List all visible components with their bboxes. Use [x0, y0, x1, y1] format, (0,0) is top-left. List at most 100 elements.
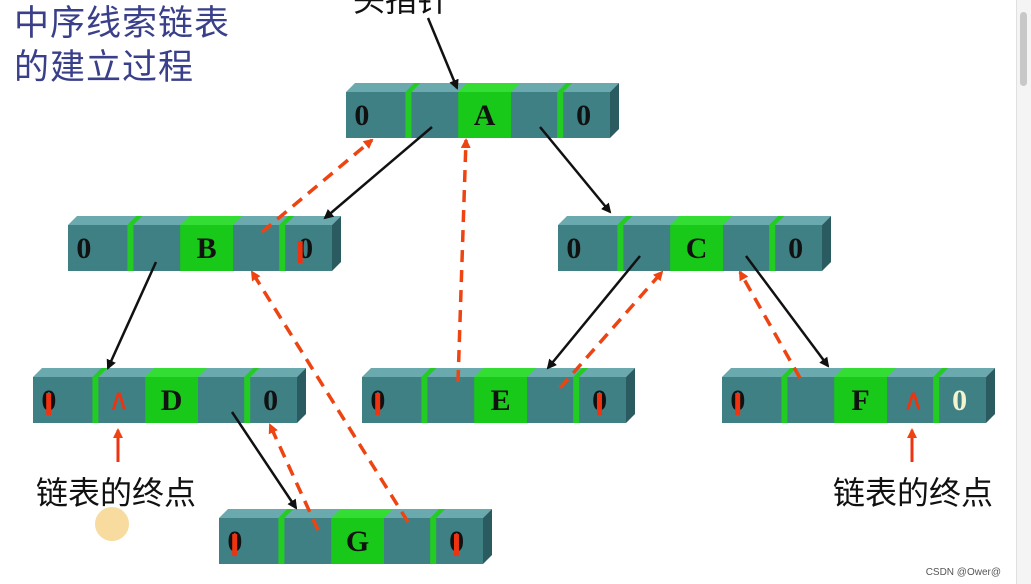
end-of-list-label-left: 链表的终点: [36, 474, 197, 512]
node-rtag: 0: [788, 232, 803, 265]
link-a-to-b: [323, 126, 433, 220]
field-separator-top: [92, 368, 108, 377]
node-data-cell: [145, 377, 198, 423]
field-separator-top: [557, 83, 573, 92]
field-separator-top: [933, 368, 949, 377]
node-ltag: 0: [354, 99, 369, 132]
field-separator: [781, 377, 788, 423]
node-side-face: [610, 83, 619, 138]
node-null-thread-left: ∧: [108, 384, 130, 417]
thread-flag-mark: [453, 534, 459, 557]
thread-e-to-c: [558, 270, 664, 390]
node-data-cell-top: [180, 216, 242, 225]
field-separator: [617, 225, 624, 271]
node-data-label: B: [197, 232, 217, 265]
field-separator: [244, 377, 251, 423]
diagram-title-line2: 的建立过程: [14, 48, 195, 88]
node-data-cell: [834, 377, 887, 423]
node-data-cell: [670, 225, 723, 271]
node-data-label: D: [161, 384, 183, 417]
node-data-label: C: [686, 232, 708, 265]
thread-g-to-b: [250, 270, 410, 523]
link-c-to-e: [546, 255, 641, 370]
field-separator-top: [769, 216, 785, 225]
tree-node-e: 0E0: [362, 368, 635, 423]
head-pointer-label: 头指针: [353, 0, 450, 19]
node-ltag: 0: [566, 232, 581, 265]
field-separator: [557, 92, 564, 138]
tree-node-g: 0G0: [219, 509, 492, 564]
field-separator: [769, 225, 776, 271]
thread-flag-mark: [232, 534, 238, 557]
field-separator-top: [278, 509, 294, 518]
tree-node-d: 0D0∧: [33, 368, 306, 423]
node-side-face: [822, 216, 831, 271]
node-null-thread-right: ∧: [902, 384, 924, 417]
node-side-face: [297, 368, 306, 423]
thread-flag-mark: [375, 393, 381, 416]
link-a-to-c: [539, 126, 612, 214]
node-data-cell-top: [670, 216, 732, 225]
node-side-face: [986, 368, 995, 423]
field-separator-top: [244, 368, 260, 377]
field-separator-top: [573, 368, 589, 377]
node-rtag: 0: [576, 99, 591, 132]
field-separator: [127, 225, 134, 271]
field-separator: [92, 377, 99, 423]
thread-flag-mark: [596, 393, 602, 416]
node-rtag: 0: [952, 384, 967, 417]
node-data-cell: [474, 377, 527, 423]
head-pointer-arrow: [426, 17, 459, 90]
node-ltag: 0: [76, 232, 91, 265]
vertical-scrollbar[interactable]: [1016, 0, 1031, 584]
node-data-cell-top: [474, 368, 536, 377]
thread-f-to-c: [738, 270, 802, 379]
node-data-label: G: [346, 525, 369, 558]
scrollbar-thumb[interactable]: [1020, 12, 1027, 86]
field-separator: [430, 518, 437, 564]
cursor-highlight: [95, 507, 129, 541]
thread-flag-mark: [297, 241, 303, 264]
tree-node-c: 0 C 0: [558, 216, 831, 271]
field-separator-top: [405, 83, 421, 92]
node-data-label: E: [491, 384, 511, 417]
field-separator: [278, 518, 285, 564]
node-data-cell: [331, 518, 384, 564]
end-of-list-label-right: 链表的终点: [833, 474, 994, 512]
node-side-face: [483, 509, 492, 564]
node-data-label: F: [851, 384, 869, 417]
field-separator-top: [127, 216, 143, 225]
link-d-to-g: [230, 411, 298, 510]
watermark: CSDN @Ower@: [925, 567, 1001, 578]
field-separator: [573, 377, 580, 423]
node-data-cell: [180, 225, 233, 271]
field-separator-top: [781, 368, 797, 377]
field-separator-top: [617, 216, 633, 225]
node-rtag: 0: [263, 384, 278, 417]
node-side-face: [626, 368, 635, 423]
thread-flag-mark: [735, 393, 741, 416]
diagram-title-line1: 中序线索链表: [14, 4, 231, 44]
field-separator: [421, 377, 428, 423]
thread-b-to-a: [260, 138, 374, 234]
node-data-cell-top: [145, 368, 207, 377]
node-data-cell: [458, 92, 511, 138]
field-separator: [933, 377, 940, 423]
node-side-face: [332, 216, 341, 271]
thread-flag-mark: [46, 393, 52, 416]
field-separator-top: [421, 368, 437, 377]
thread-e-to-a: [456, 138, 471, 383]
tree-node-f: 0F0∧: [722, 368, 995, 423]
node-data-cell-top: [458, 83, 520, 92]
field-separator: [279, 225, 286, 271]
link-b-to-d: [106, 261, 158, 370]
link-c-to-f: [744, 255, 830, 368]
tree-node-a: 0 A 0: [346, 83, 619, 138]
node-data-cell-top: [834, 368, 896, 377]
node-data-label: A: [474, 99, 496, 132]
field-separator: [405, 92, 412, 138]
field-separator-top: [279, 216, 295, 225]
node-data-cell-top: [331, 509, 393, 518]
